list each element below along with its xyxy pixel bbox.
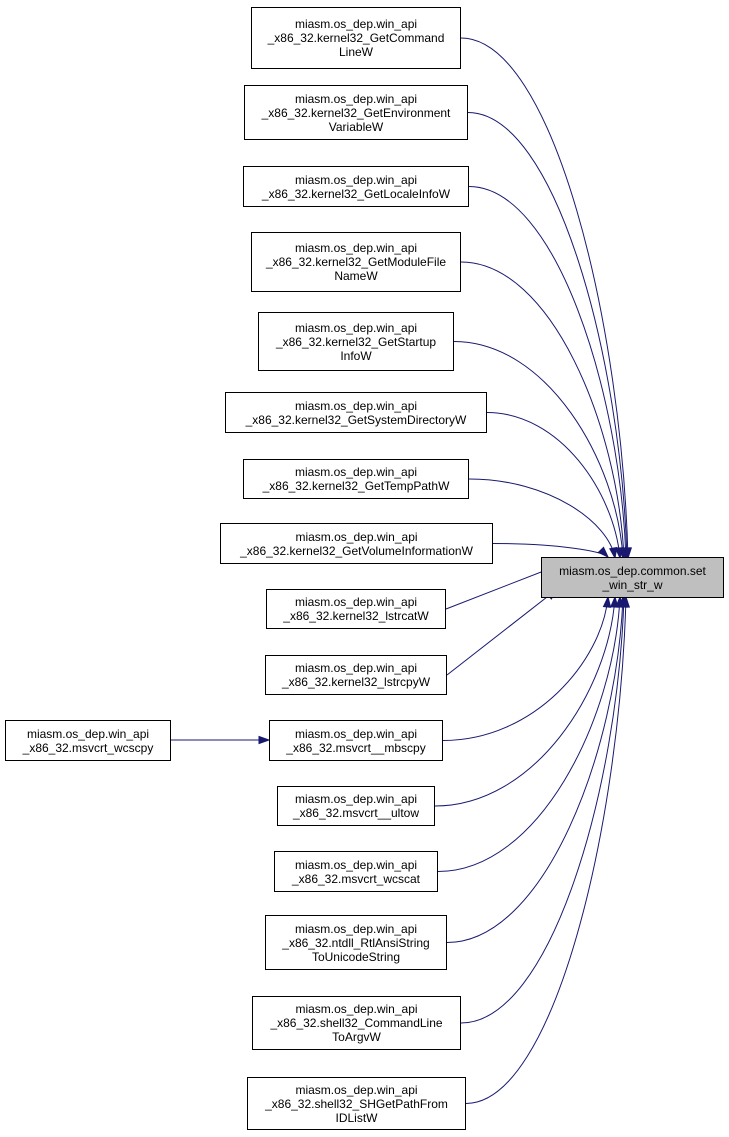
caller-node[interactable]: miasm.os_dep.win_api_x86_32.msvcrt_wcsca… (274, 851, 438, 892)
caller-node-label-line: ToUnicodeString (311, 949, 401, 964)
caller-node-label-line: miasm.os_dep.win_api (294, 91, 418, 106)
edge-arrowhead (609, 546, 618, 560)
caller-node[interactable]: miasm.os_dep.win_api_x86_32.shell32_SHGe… (247, 1077, 466, 1130)
caller-node[interactable]: miasm.os_dep.win_api_x86_32.kernel32_Get… (243, 166, 469, 207)
edge-arrowhead (597, 546, 610, 559)
call-edge (460, 37, 629, 559)
caller-node[interactable]: miasm.os_dep.win_api_x86_32.kernel32_Get… (225, 392, 487, 433)
call-edge (468, 478, 616, 559)
target-function-node-label-line: _win_str_w (602, 577, 663, 592)
caller-node-label-line: miasm.os_dep.win_api (294, 398, 418, 413)
caller-node-label-line: miasm.os_dep.win_api (294, 595, 418, 609)
edge-arrowhead (614, 547, 624, 560)
caller-node-label-line: miasm.os_dep.win_api (295, 1002, 418, 1016)
caller-node[interactable]: miasm.os_dep.win_api_x86_32.shell32_Comm… (252, 996, 461, 1050)
call-edge (434, 596, 616, 807)
caller-node-label-line: miasm.os_dep.win_api (294, 465, 418, 479)
call-edge (446, 596, 624, 943)
indirect-caller-node[interactable]: miasm.os_dep.win_api_x86_32.msvcrt_wcscp… (5, 720, 171, 761)
caller-node-label-line: VariableW (328, 119, 384, 134)
caller-node-label-line: miasm.os_dep.win_api (295, 529, 418, 544)
target-function-node-label-line: miasm.os_dep.common.set (559, 563, 706, 578)
call-edge (437, 596, 621, 872)
target-function-node: miasm.os_dep.common.set_win_str_w (541, 557, 724, 598)
caller-node-label-line: _x86_32.msvcrt__mbscpy (286, 740, 426, 755)
caller-node-label-line: _x86_32.kernel32_GetCommand (267, 31, 445, 45)
call-edge (492, 543, 609, 558)
caller-node-label-line: miasm.os_dep.win_api (295, 1082, 418, 1097)
edge-arrowhead (258, 735, 271, 745)
caller-node[interactable]: miasm.os_dep.win_api_x86_32.kernel32_Get… (220, 523, 493, 564)
call-edge (460, 596, 625, 1024)
caller-node[interactable]: miasm.os_dep.win_api_x86_32.kernel32_Get… (251, 232, 461, 292)
indirect-caller-node-label-line: _x86_32.msvcrt_wcscpy (22, 740, 154, 755)
caller-node-label-line: _x86_32.kernel32_lstrcpyW (281, 675, 431, 689)
edge-arrowhead (621, 595, 631, 608)
caller-node-label-line: miasm.os_dep.win_api (294, 857, 418, 872)
call-edge (467, 112, 628, 559)
call-edge (453, 341, 624, 559)
caller-node-label-line: miasm.os_dep.win_api (294, 241, 418, 255)
caller-node[interactable]: miasm.os_dep.win_api_x86_32.kernel32_Get… (258, 312, 454, 371)
edge-arrowhead (610, 595, 619, 608)
caller-node[interactable]: miasm.os_dep.win_api_x86_32.kernel32_Get… (243, 459, 469, 499)
caller-node-label-line: _x86_32.ntdll_RtlAnsiString (282, 935, 430, 950)
caller-node[interactable]: miasm.os_dep.win_api_x86_32.kernel32_lst… (265, 655, 447, 695)
caller-node[interactable]: miasm.os_dep.win_api_x86_32.kernel32_Get… (244, 85, 468, 140)
caller-node-label-line: _x86_32.shell32_CommandLine (270, 1016, 443, 1030)
caller-node-label-line: miasm.os_dep.win_api (294, 726, 418, 741)
caller-node-label-line: NameW (334, 269, 378, 283)
caller-node-label-line: miasm.os_dep.win_api (294, 661, 418, 675)
caller-node-label-line: _x86_32.kernel32_GetModuleFile (265, 255, 447, 269)
caller-node-label-line: _x86_32.kernel32_GetLocaleInfoW (261, 186, 451, 201)
caller-node[interactable]: miasm.os_dep.win_api_x86_32.kernel32_lst… (266, 589, 446, 629)
caller-node-label-line: _x86_32.kernel32_lstrcatW (283, 609, 429, 623)
caller-node[interactable]: miasm.os_dep.win_api_x86_32.kernel32_Get… (251, 7, 461, 69)
call-edge (446, 589, 557, 676)
caller-node-label-line: miasm.os_dep.win_api (294, 320, 418, 335)
call-edge (442, 596, 609, 741)
caller-node[interactable]: miasm.os_dep.win_api_x86_32.msvcrt__mbsc… (269, 720, 443, 761)
call-edge (486, 412, 621, 559)
caller-node-label-line: miasm.os_dep.win_api (294, 172, 418, 187)
caller-node-label-line: _x86_32.kernel32_GetEnvironment (261, 105, 451, 120)
edge-arrowhead (602, 595, 612, 608)
caller-node-label-line: IDListW (335, 1110, 378, 1125)
caller-node-label-line: miasm.os_dep.win_api (294, 17, 418, 31)
caller-node-label-line: _x86_32.kernel32_GetSystemDirectoryW (245, 412, 467, 427)
caller-node-label-line: ToArgvW (332, 1030, 381, 1044)
caller-node[interactable]: miasm.os_dep.win_api_x86_32.msvcrt__ulto… (277, 786, 435, 826)
caller-node-label-line: _x86_32.kernel32_GetTempPathW (262, 479, 450, 493)
call-edge (465, 596, 627, 1104)
caller-node-label-line: _x86_32.kernel32_GetVolumeInformationW (240, 543, 473, 558)
call-edge (468, 186, 627, 559)
caller-node[interactable]: miasm.os_dep.win_api_x86_32.ntdll_RtlAns… (265, 915, 447, 970)
caller-node-label-line: _x86_32.msvcrt_wcscat (291, 871, 421, 886)
caller-node-label-line: _x86_32.shell32_SHGetPathFrom (265, 1096, 448, 1111)
caller-node-label-line: InfoW (340, 348, 372, 363)
call-edge (460, 261, 625, 559)
caller-node-label-line: miasm.os_dep.win_api (294, 792, 418, 806)
caller-node-label-line: _x86_32.kernel32_GetStartup (275, 334, 437, 349)
call-edge (445, 566, 555, 610)
indirect-caller-node-label-line: miasm.os_dep.win_api (26, 726, 150, 741)
caller-node-label-line: LineW (338, 45, 373, 59)
caller-node-label-line: _x86_32.msvcrt__ultow (292, 806, 420, 820)
caller-node-label-line: miasm.os_dep.win_api (294, 921, 418, 936)
